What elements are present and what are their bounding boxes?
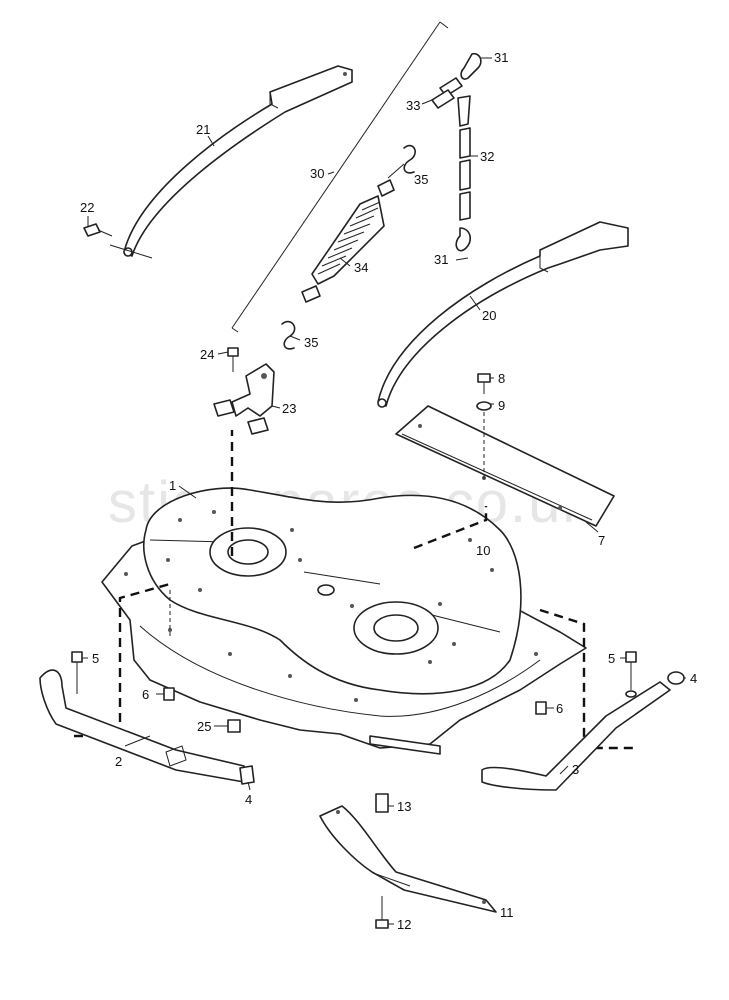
axle-3 xyxy=(481,681,671,791)
callout-21: 21 xyxy=(196,122,210,137)
callout-35-upper: 35 xyxy=(414,172,428,187)
callout-25: 25 xyxy=(197,719,211,734)
bushing-4-right xyxy=(667,671,685,685)
deck-housing-1 xyxy=(101,487,587,755)
callout-35-lower: 35 xyxy=(304,335,318,350)
s-hook-35-upper xyxy=(403,144,416,174)
callout-5-left: 5 xyxy=(92,651,99,666)
chain-32 xyxy=(431,52,492,261)
callout-20: 20 xyxy=(482,308,496,323)
bolt-5-left xyxy=(71,651,83,694)
callout-6-right: 6 xyxy=(556,701,563,716)
lift-arm-20 xyxy=(377,221,629,408)
callout-32: 32 xyxy=(480,149,494,164)
lift-arm-21 xyxy=(109,65,353,259)
callout-13: 13 xyxy=(397,799,411,814)
callout-3: 3 xyxy=(572,762,579,777)
callout-30: 30 xyxy=(310,166,324,181)
callouts: 1 2 3 4 4 5 5 6 6 7 8 9 10 11 12 13 20 2… xyxy=(80,50,697,932)
bolt-12 xyxy=(375,896,389,929)
callout-4-left: 4 xyxy=(245,792,252,807)
plate-7 xyxy=(395,405,615,527)
callout-7: 7 xyxy=(598,533,605,548)
callout-6-left: 6 xyxy=(142,687,149,702)
callout-11: 11 xyxy=(500,905,514,920)
callout-1: 1 xyxy=(169,478,176,493)
callout-34: 34 xyxy=(354,260,368,275)
callout-8: 8 xyxy=(498,371,505,386)
callout-12: 12 xyxy=(397,917,411,932)
callout-2: 2 xyxy=(115,754,122,769)
callout-23: 23 xyxy=(282,401,296,416)
callout-31-top: 31 xyxy=(494,50,508,65)
s-hook-35-lower xyxy=(281,320,296,350)
spring-34 xyxy=(301,179,395,303)
bolt-8 xyxy=(477,373,491,394)
callout-22: 22 xyxy=(80,200,94,215)
bracket-23 xyxy=(213,363,275,435)
bushing-4-left xyxy=(239,765,255,785)
nut-25 xyxy=(227,719,241,733)
callout-5-right: 5 xyxy=(608,651,615,666)
callout-24: 24 xyxy=(200,347,214,362)
bolt-13 xyxy=(375,793,389,813)
axle-2 xyxy=(39,669,245,783)
callout-33: 33 xyxy=(406,98,420,113)
callout-4-right: 4 xyxy=(690,671,697,686)
bolt-22 xyxy=(83,223,113,237)
bolt-24 xyxy=(227,347,239,372)
callout-9: 9 xyxy=(498,398,505,413)
bolt-5-right xyxy=(625,651,637,698)
bracket-11 xyxy=(319,805,497,913)
callout-31-bottom: 31 xyxy=(434,252,448,267)
callout-10: 10 xyxy=(476,543,490,558)
nut-6-left xyxy=(163,687,175,701)
leader-lines xyxy=(82,99,686,925)
washer-9 xyxy=(476,401,492,411)
nut-6-right xyxy=(535,701,547,715)
suspension-assembly-30 xyxy=(231,21,449,333)
